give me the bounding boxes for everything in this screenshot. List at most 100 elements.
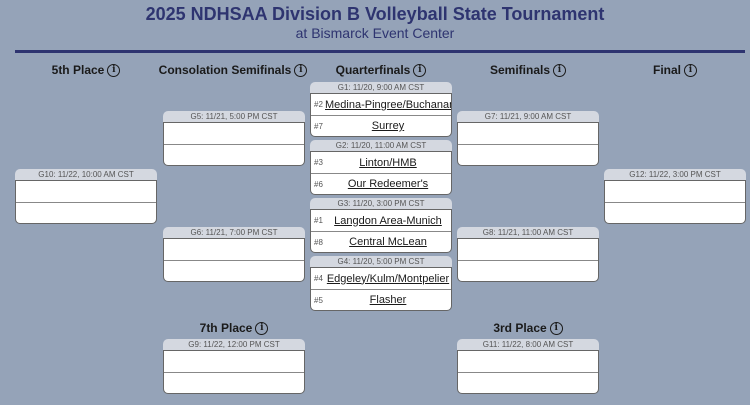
team-row-empty[interactable] [458, 239, 598, 260]
matchup-box [457, 238, 599, 282]
game-label: G7: 11/21, 9:00 AM CST [457, 111, 599, 122]
team-link[interactable]: Central McLean [349, 236, 427, 248]
game-g5: G5: 11/21, 5:00 PM CST [163, 111, 305, 166]
team-link[interactable]: Flasher [369, 294, 407, 306]
game-g3: G3: 11/20, 3:00 PM CST #1 Langdon Area-M… [310, 198, 452, 253]
header-divider [15, 50, 745, 53]
game-label: G5: 11/21, 5:00 PM CST [163, 111, 305, 122]
page-title: 2025 NDHSAA Division B Volleyball State … [145, 4, 605, 24]
team-seed: #3 [314, 158, 323, 167]
team-row-empty[interactable] [16, 181, 156, 202]
team-seed: #7 [314, 121, 323, 131]
team-row[interactable]: #2 Medina-Pingree/Buchanan [311, 94, 451, 115]
team-row-empty[interactable] [16, 202, 156, 223]
game-g12: G12: 11/22, 3:00 PM CST [604, 169, 746, 224]
info-icon[interactable]: i [413, 63, 427, 77]
team-row[interactable]: #1 Langdon Area-Munich [311, 210, 451, 231]
info-icon[interactable]: i [294, 63, 308, 77]
round-label: 5th Place [51, 63, 105, 77]
round-label: Final [652, 63, 681, 77]
round-label: Semifinals [489, 63, 551, 77]
game-label: G9: 11/22, 12:00 PM CST [163, 339, 305, 350]
team-row[interactable]: #6 Our Redeemer's [311, 173, 451, 194]
team-row-empty[interactable] [605, 181, 745, 202]
team-seed: #2 [314, 100, 323, 109]
game-g2: G2: 11/20, 11:00 AM CST #3 Linton/HMB #6… [310, 140, 452, 195]
game-g1: G1: 11/20, 9:00 AM CST #2 Medina-Pingree… [310, 82, 452, 137]
team-seed: #5 [314, 295, 323, 305]
matchup-box: #3 Linton/HMB #6 Our Redeemer's [310, 151, 452, 195]
round-label: Consolation Semifinals [158, 63, 292, 77]
round-label: 7th Place [199, 321, 253, 335]
team-link[interactable]: Medina-Pingree/Buchanan [325, 98, 451, 111]
matchup-box [604, 180, 746, 224]
matchup-box [457, 122, 599, 166]
game-label: G6: 11/21, 7:00 PM CST [163, 227, 305, 238]
matchup-box: #4 Edgeley/Kulm/Montpelier #5 Flasher [310, 267, 452, 311]
matchup-box [163, 238, 305, 282]
team-row-empty[interactable] [605, 202, 745, 223]
game-label: G2: 11/20, 11:00 AM CST [310, 140, 452, 151]
team-row-empty[interactable] [164, 123, 304, 144]
team-row-empty[interactable] [164, 351, 304, 372]
team-link[interactable]: Langdon Area-Munich [334, 214, 442, 227]
team-row-empty[interactable] [458, 144, 598, 165]
team-row[interactable]: #5 Flasher [311, 289, 451, 310]
team-seed: #1 [314, 216, 323, 225]
game-g9: G9: 11/22, 12:00 PM CST [163, 339, 305, 394]
team-row-empty[interactable] [164, 260, 304, 281]
game-g7: G7: 11/21, 9:00 AM CST [457, 111, 599, 166]
matchup-box [163, 122, 305, 166]
matchup-box: #1 Langdon Area-Munich #8 Central McLean [310, 209, 452, 253]
team-seed: #4 [314, 274, 323, 283]
info-icon[interactable]: i [549, 321, 563, 335]
team-seed: #8 [314, 237, 323, 247]
game-label: G4: 11/20, 5:00 PM CST [310, 256, 452, 267]
team-row-empty[interactable] [458, 372, 598, 393]
game-g6: G6: 11/21, 7:00 PM CST [163, 227, 305, 282]
page-subtitle: at Bismarck Event Center [295, 25, 455, 41]
matchup-box [457, 350, 599, 394]
game-label: G11: 11/22, 8:00 AM CST [457, 339, 599, 350]
round-label: Quarterfinals [335, 63, 411, 77]
game-label: G8: 11/21, 11:00 AM CST [457, 227, 599, 238]
info-icon[interactable]: i [255, 321, 269, 335]
team-row-empty[interactable] [164, 144, 304, 165]
game-label: G10: 11/22, 10:00 AM CST [15, 169, 157, 180]
info-icon[interactable]: i [684, 63, 697, 77]
team-row-empty[interactable] [458, 123, 598, 144]
game-label: G12: 11/22, 3:00 PM CST [604, 169, 746, 180]
game-label: G1: 11/20, 9:00 AM CST [310, 82, 452, 93]
game-g10: G10: 11/22, 10:00 AM CST [15, 169, 157, 224]
team-row[interactable]: #3 Linton/HMB [311, 152, 451, 173]
matchup-box [163, 350, 305, 394]
team-link[interactable]: Our Redeemer's [347, 178, 429, 190]
team-link[interactable]: Edgeley/Kulm/Montpelier [326, 272, 450, 285]
round-label: 3rd Place [493, 321, 547, 335]
info-icon[interactable]: i [107, 63, 121, 77]
team-row[interactable]: #7 Surrey [311, 115, 451, 136]
team-row-empty[interactable] [458, 351, 598, 372]
game-g8: G8: 11/21, 11:00 AM CST [457, 227, 599, 282]
game-g11: G11: 11/22, 8:00 AM CST [457, 339, 599, 394]
info-icon[interactable]: i [553, 63, 567, 77]
matchup-box [15, 180, 157, 224]
team-row-empty[interactable] [164, 372, 304, 393]
team-row-empty[interactable] [164, 239, 304, 260]
team-link[interactable]: Surrey [371, 120, 405, 132]
matchup-box: #2 Medina-Pingree/Buchanan #7 Surrey [310, 93, 452, 137]
team-link[interactable]: Linton/HMB [359, 156, 417, 169]
team-seed: #6 [314, 179, 323, 189]
team-row[interactable]: #4 Edgeley/Kulm/Montpelier [311, 268, 451, 289]
game-g4: G4: 11/20, 5:00 PM CST #4 Edgeley/Kulm/M… [310, 256, 452, 311]
game-label: G3: 11/20, 3:00 PM CST [310, 198, 452, 209]
team-row[interactable]: #8 Central McLean [311, 231, 451, 252]
team-row-empty[interactable] [458, 260, 598, 281]
